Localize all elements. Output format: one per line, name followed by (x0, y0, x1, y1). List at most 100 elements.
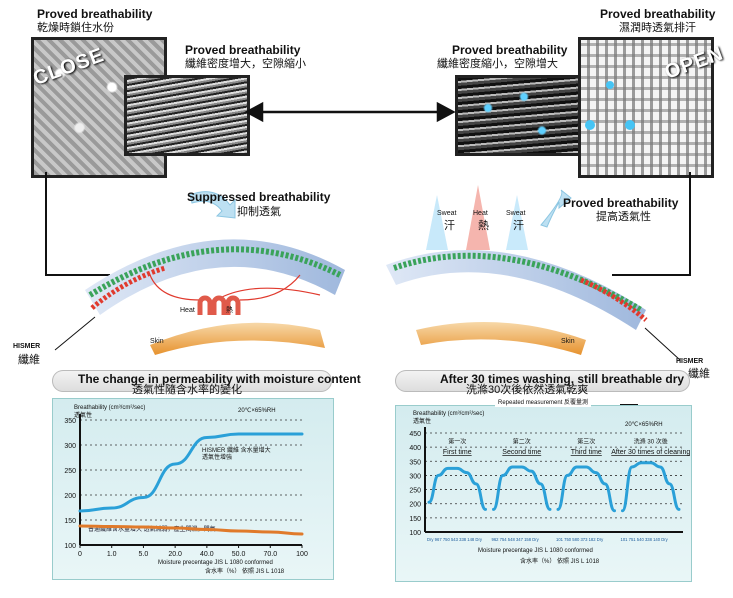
double-arrow (244, 101, 456, 123)
chart2-annotation: First time (443, 449, 472, 456)
green-coil-left (88, 246, 342, 298)
right-inner-subtitle: 纖維密度縮小，空隙增大 (437, 58, 558, 70)
heat-label-left-zh: 熱 (226, 307, 233, 314)
proved-arrow (540, 189, 572, 228)
hismer-label-left-zh: 纖維 (18, 354, 40, 366)
chart1-title: The change in permeability with moisture… (78, 372, 361, 386)
chart1-x-tick: 20.0 (168, 551, 182, 558)
open-fabric-photo-weave (581, 40, 711, 175)
chart2-cycle-line (427, 466, 487, 511)
suppressed-title: Suppressed breathability (187, 190, 331, 204)
left-bracket (45, 172, 110, 276)
chart2-y-tick: 150 (409, 516, 421, 523)
chart2-y-tick: 350 (409, 459, 421, 466)
chart1-x-tick: 1.0 (107, 551, 117, 558)
right-bracket (612, 172, 691, 276)
chart2-y-tick: 250 (409, 488, 421, 495)
chart2-annotation: Third time (571, 449, 602, 456)
right-fabric-illustration (386, 185, 648, 355)
chart2-annotation-zh: 第二次 (513, 438, 531, 446)
chart2-legend: Repeated measurement 反覆量測 (495, 400, 592, 407)
chart1-y-tick: 250 (64, 468, 76, 475)
chart1-x-tick: 70.0 (263, 551, 277, 558)
chart2-ylabel-zh: 透氣性 (413, 419, 432, 425)
red-coil-right (580, 277, 648, 322)
left-outer-subtitle: 乾燥時鎖住水份 (37, 22, 114, 34)
fabric-band-left (85, 239, 345, 315)
chart2-x-tick-group: 101 751 540 338 140 Dry (621, 537, 669, 542)
skin-label-left: Skin (150, 338, 164, 345)
right-photo-droplets (625, 120, 635, 130)
left-pointer (54, 316, 96, 351)
chart1-xlabel: Moisture precentage JIS L 1080 conformed (158, 560, 273, 566)
chart2-xlabel: Moisture precentage JIS L 1080 conformed (478, 548, 593, 554)
chart2-annotation: Second time (502, 449, 541, 456)
left-outer-title: Proved breathability (37, 7, 153, 21)
sweat-label-2: Sweat (506, 210, 526, 217)
chart1-x-tick: 100 (296, 551, 308, 558)
chart2-y-tick: 400 (409, 445, 421, 452)
open-fiber-zoom (455, 75, 581, 156)
green-coil-right (393, 252, 643, 313)
chart1-title-zh: 透氣性隨含水率的變化 (132, 384, 242, 396)
heat-arrows-left (149, 274, 321, 301)
chart2-x-tick-group: 101 750 580 373 182 Dry (556, 537, 604, 542)
chart2-cycle-line (556, 465, 616, 513)
chart2-ylabel: Breathability (cm³/cm²/sec) (413, 411, 485, 417)
chart2-xlabel-zh: 含水率（%） 依照 JIS L 1018 (520, 559, 600, 565)
sweat-label-1: Sweat (437, 210, 457, 217)
chart1-condition: 20℃×65%RH (238, 408, 276, 414)
left-inner-subtitle: 纖維密度增大，空隙縮小 (185, 58, 306, 70)
chart1-y-tick: 150 (64, 518, 76, 525)
chart2-cycle-line (492, 465, 552, 511)
chart2-annotation-zh: 第一次 (448, 438, 466, 446)
chart1-ylabel-zh: 透氣性 (74, 413, 93, 419)
vapor-arrows (426, 185, 528, 250)
chart2-annotation-zh: 第三次 (577, 438, 595, 446)
chart2-x-tick-group: Dry 967 750 543 338 148 Dry (427, 537, 483, 542)
chart2-title-zh: 洗滌30次後依然透氣乾爽 (466, 384, 589, 396)
chart1-y-tick: 350 (64, 418, 76, 425)
heat-loops-left (197, 295, 241, 315)
skin-right (416, 322, 586, 355)
sweat-label-2-zh: 汗 (513, 220, 524, 232)
suppressed-subtitle: 抑制透氣 (237, 206, 281, 218)
chart1-series1-annotation: HISMER 纖維 含水量增大 透氣性增強 (202, 448, 271, 461)
chart1-y-tick: 300 (64, 443, 76, 450)
chart2-legend-line (620, 404, 638, 405)
right-inner-title: Proved breathability (452, 43, 568, 57)
chart2-annotation: After 30 times of cleaning (611, 449, 690, 456)
chart1-xlabel-zh: 含水率（%） 依照 JIS L 1018 (205, 569, 285, 575)
chart2-condition: 20℃×65%RH (625, 422, 663, 428)
chart1-y-tick: 200 (64, 493, 76, 500)
left-inner-title: Proved breathability (185, 43, 301, 57)
chart1-panel (52, 398, 334, 580)
chart1-ylabel: Breathability (cm³/cm²/sec) (74, 405, 146, 411)
chart2-annotation-zh: 洗滌 30 次後 (634, 438, 668, 446)
suppressed-arrow (189, 191, 236, 219)
right-pointer (644, 327, 681, 361)
skin-label-right: Skin (561, 338, 575, 345)
chart2-y-tick: 450 (409, 431, 421, 438)
chart2-title-pill (395, 370, 690, 392)
hismer-label-right: HISMER (676, 358, 704, 365)
skin-left (150, 322, 325, 355)
chart1-title-pill (52, 370, 332, 392)
chart1-series-1 (78, 432, 304, 513)
left-fabric-illustration (85, 191, 345, 355)
fabric-band-right (386, 250, 646, 330)
chart1-x-tick: 50.0 (232, 551, 246, 558)
proved-subtitle: 提高透氣性 (596, 211, 651, 223)
hismer-label-left: HISMER (13, 343, 41, 350)
chart2-y-tick: 100 (409, 530, 421, 537)
right-outer-title: Proved breathability (600, 7, 716, 21)
chart1-series2-annotation: 普通纖維含水量增大 透氣減弱，產生悶濕，悶氣 (88, 527, 216, 533)
chart2-y-tick: 300 (409, 473, 421, 480)
closed-fiber-zoom (124, 75, 250, 156)
chart2-y-tick: 200 (409, 502, 421, 509)
chart1-x-tick: 5.0 (139, 551, 149, 558)
chart1-y-tick: 100 (64, 543, 76, 550)
chart1-series-2 (78, 524, 304, 536)
